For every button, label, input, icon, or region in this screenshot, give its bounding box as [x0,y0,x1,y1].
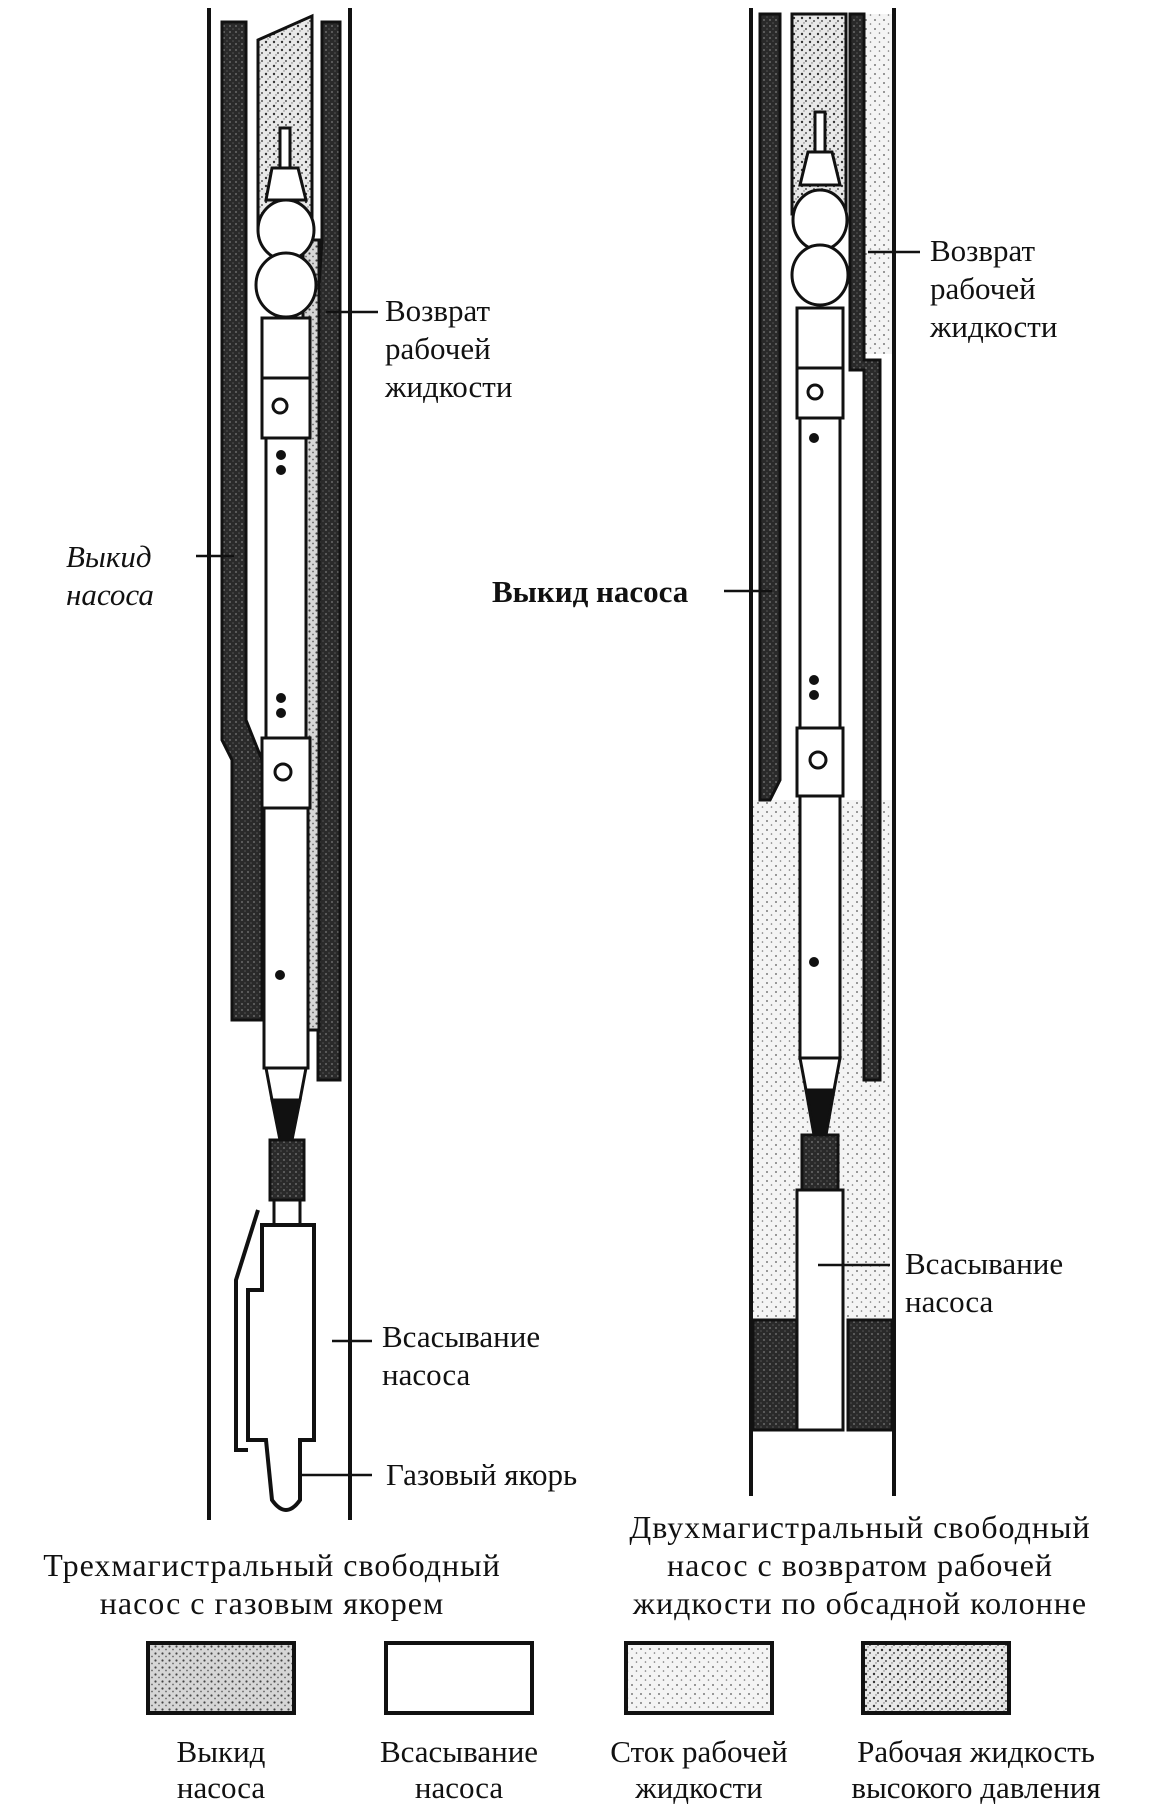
right-suction-label: Всасывание насоса [905,1246,1064,1319]
left-gas-anchor [246,1223,316,1512]
legend-box-suction [384,1641,534,1715]
right-inner-tubing [848,12,882,1082]
legend-swatches [147,1642,1010,1714]
right-packer-right [846,1318,894,1432]
left-gas-anchor-label: Газовый якорь [386,1457,578,1492]
left-return-label: Возврат рабочей жидкости [385,293,513,404]
left-pump-caption: Трехмагистральный свободный насос с газо… [43,1547,501,1621]
right-pump-body [790,110,850,1432]
left-anchor-shell [234,1209,260,1452]
legend-swatch-drain [625,1642,773,1714]
left-casing-wall-left [207,8,211,1520]
left-discharge-tubing [220,20,264,1022]
left-pump-body [254,126,318,1227]
right-casing-wall-right [892,8,896,1496]
legend-box-drain [624,1641,774,1715]
right-pump [724,8,920,1496]
legend-label-discharge: Выкид насоса [176,1734,266,1805]
legend-swatch-power-fluid [862,1642,1010,1714]
left-suction-label: Всасывание насоса [382,1319,541,1392]
legend-box-power-fluid [861,1641,1011,1715]
left-discharge-label: Выкид насоса [66,539,154,612]
legend-label-drain: Сток рабочей жидкости [610,1734,788,1805]
legend-box-discharge [146,1641,296,1715]
legend-label-power-fluid: Рабочая жидкость высокого давления [851,1734,1101,1805]
right-return-label: Возврат рабочей жидкости [930,233,1058,344]
right-discharge-label: Выкид насоса [492,574,689,609]
legend-swatch-suction [385,1642,533,1714]
left-casing-wall-right [348,8,352,1520]
left-return-tubing [316,20,342,1082]
right-casing-wall-left [749,8,753,1496]
legend-swatch-discharge [147,1642,295,1714]
right-packer-left [751,1318,799,1432]
right-pump-caption: Двухмагистральный свободный насос с возв… [629,1509,1091,1621]
legend-label-suction: Всасывание насоса [379,1734,539,1805]
right-return-fluid-top [862,14,892,354]
right-discharge-tubing [758,12,782,802]
left-pump [196,8,378,1520]
